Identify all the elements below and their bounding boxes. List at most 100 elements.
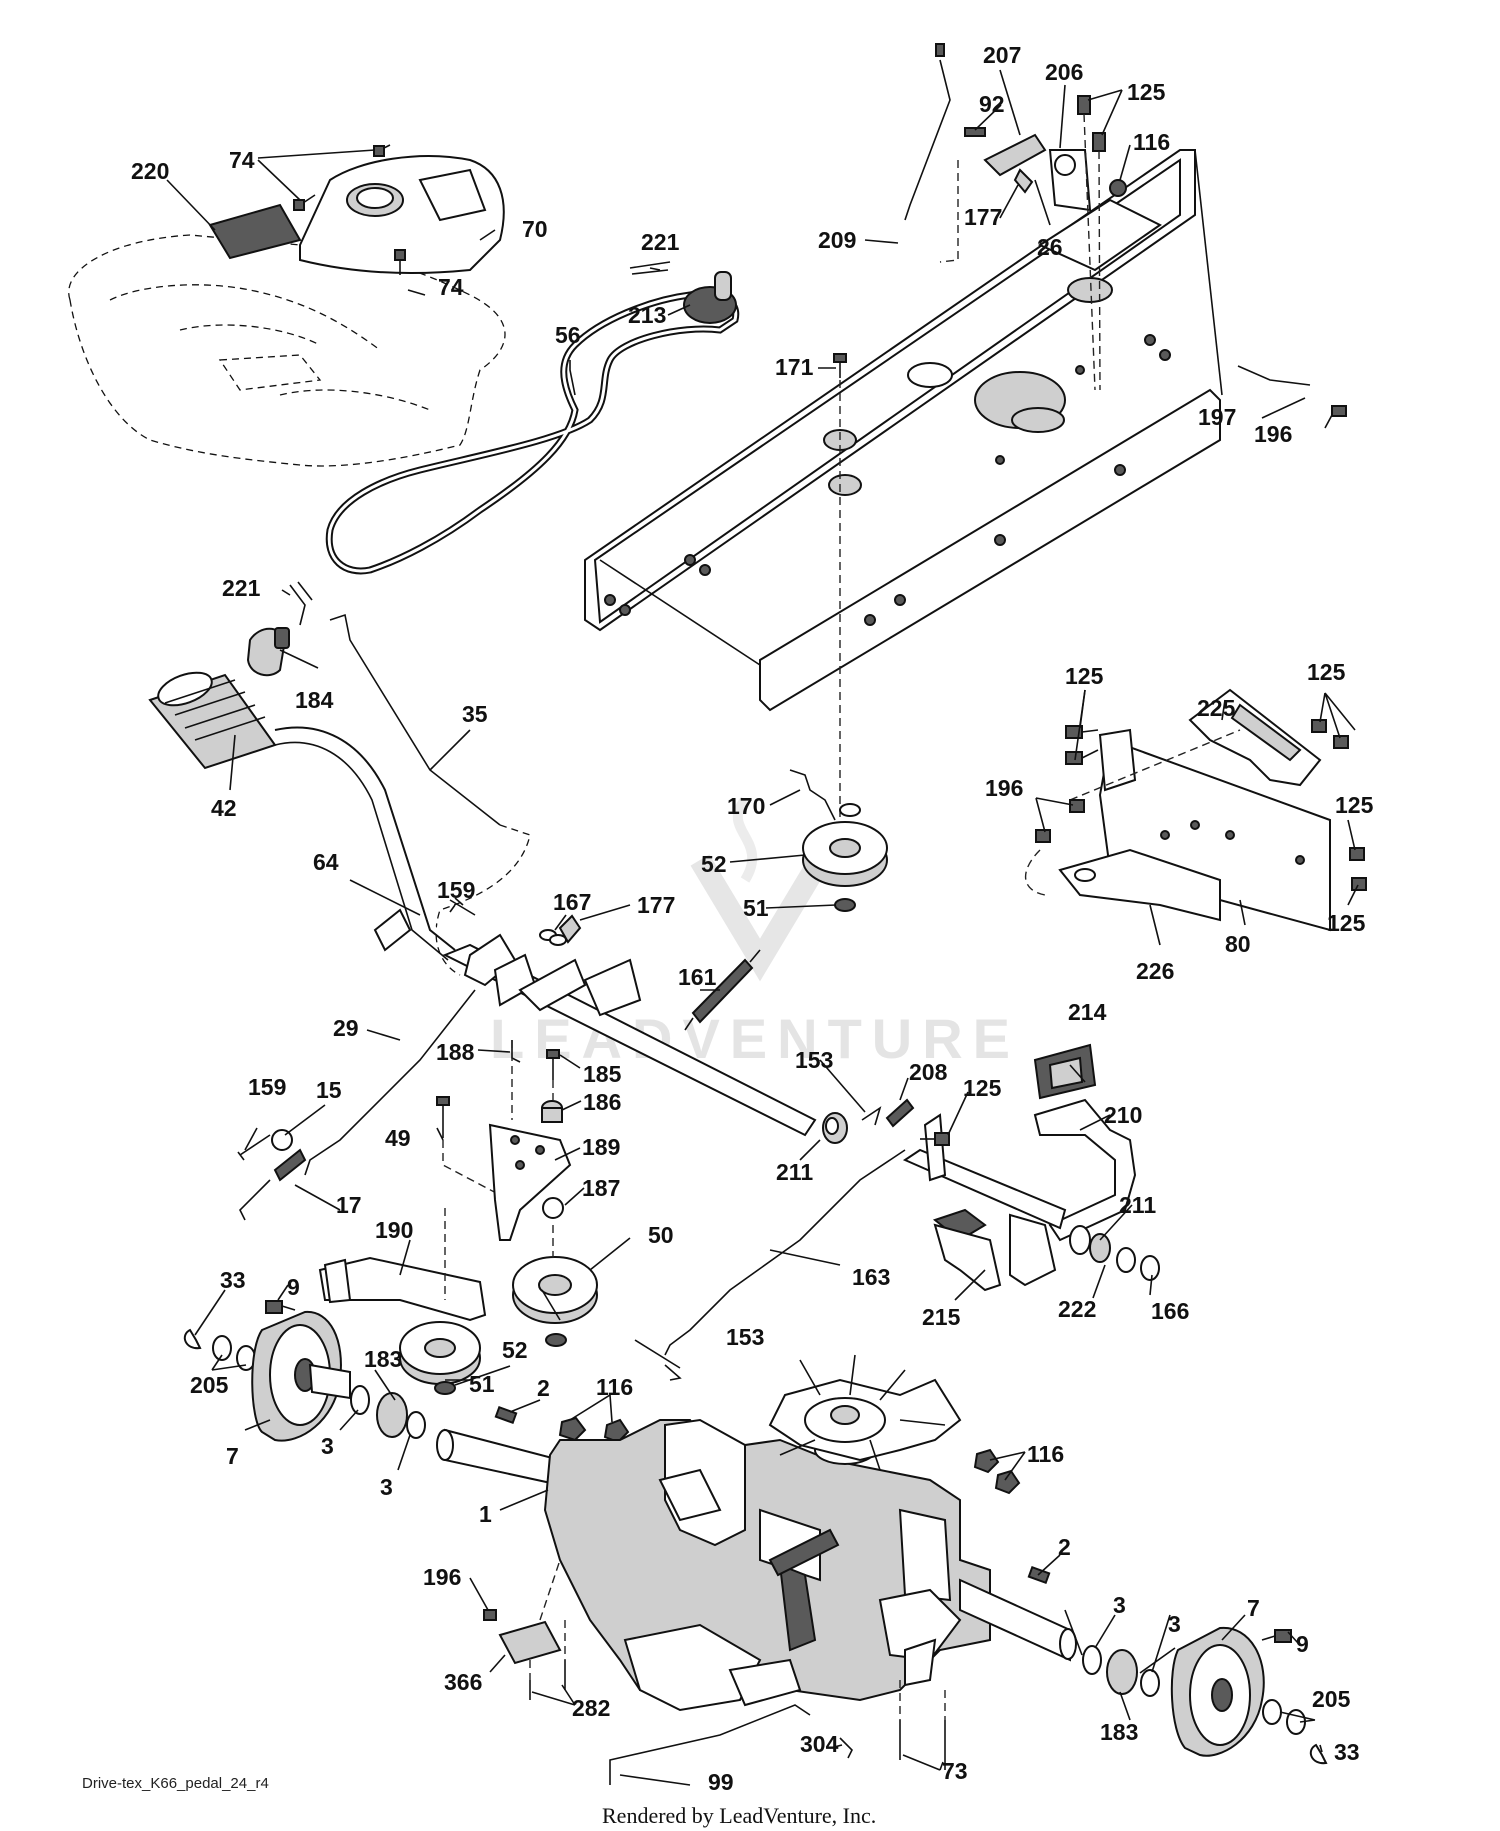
washer-part-167 (539, 929, 567, 946)
part-label: 33 (1334, 1739, 1360, 1765)
bolt-part-9-left (265, 1300, 296, 1314)
part-label: 153 (726, 1324, 764, 1350)
bolts-part-196-right (1035, 799, 1085, 843)
clip-part-221-left (289, 581, 313, 626)
diagram-id: Drive-tex_K66_pedal_24_r4 (82, 1775, 269, 1792)
pedal-part-210 (1033, 1098, 1137, 1242)
part-label: 183 (1100, 1719, 1138, 1745)
hood-outline (68, 234, 506, 467)
bolt-part-196-lower (483, 1559, 561, 1621)
bracket-part-189 (488, 1123, 572, 1241)
decal-part-220 (208, 203, 302, 260)
part-label: 92 (979, 91, 1005, 117)
part-label: 206 (1045, 59, 1083, 85)
part-label: 42 (211, 795, 237, 821)
leader-225 (1069, 729, 1241, 801)
bracket-part-226 (1058, 848, 1221, 922)
part-label: 125 (1127, 79, 1166, 105)
spring-transaxle (768, 1528, 840, 1577)
shaft-assembly (442, 933, 817, 1137)
part-label: 221 (641, 229, 680, 255)
part-label: 3 (321, 1433, 334, 1459)
axle-right (959, 1578, 1077, 1662)
clip-part-153-upper (861, 1106, 882, 1126)
part-label: 35 (462, 701, 488, 727)
part-label: 52 (502, 1337, 528, 1363)
nut-part-116-lower (558, 1416, 1021, 1495)
fan (768, 1354, 962, 1471)
pedal-shaft (902, 1113, 1067, 1287)
bolt-part-125-mid (920, 1132, 950, 1146)
part-label: 170 (727, 793, 765, 819)
bolts-part-125-top (1077, 95, 1106, 391)
hub-part-7-left (251, 1310, 351, 1442)
part-label: 196 (1254, 421, 1292, 447)
part-label: 189 (582, 1134, 620, 1160)
part-label: 177 (964, 204, 1002, 230)
bushing-part-186 (541, 1100, 563, 1123)
part-label: 56 (555, 322, 581, 348)
washer-part-211-left (822, 1112, 848, 1144)
lever-part-64 (274, 726, 456, 961)
part-label: 177 (637, 892, 675, 918)
leader-lines (166, 69, 1359, 1786)
part-label: 282 (572, 1695, 610, 1721)
part-labels: 220 74 74 70 74 221 213 56 207 206 92 12… (131, 42, 1374, 1795)
clip-part-221 (629, 261, 671, 275)
nut-part-116-top (1109, 179, 1127, 197)
eclip-part-33-left (183, 1328, 202, 1350)
axle-left (436, 1428, 561, 1487)
part-label: 166 (1151, 1298, 1189, 1324)
rod-part-35 (329, 613, 531, 976)
part-label: 2 (537, 1375, 550, 1401)
bolt-part-171 (833, 353, 847, 830)
spring-part-17 (239, 1148, 307, 1221)
pin-part-159 (449, 899, 476, 916)
grip-part-42 (148, 671, 277, 770)
leader-226 (1024, 849, 1046, 896)
part-label: 125 (1335, 792, 1374, 818)
part-label: 159 (248, 1074, 286, 1100)
part-label: 226 (1136, 958, 1174, 984)
spring-part-161 (684, 949, 761, 1031)
knob-part-184 (246, 627, 290, 677)
rod-part-163 (664, 1149, 906, 1356)
washers-part-3-183-right (1082, 1645, 1160, 1697)
pin-part-177-top (1013, 168, 1034, 194)
pulley-part-50 (512, 1256, 598, 1324)
part-label: 99 (708, 1769, 734, 1795)
part-label: 186 (583, 1089, 621, 1115)
part-label: 116 (1133, 129, 1170, 155)
pulley-part-52-upper (802, 821, 888, 887)
spring-part-208 (885, 1098, 915, 1128)
part-label: 7 (226, 1443, 239, 1469)
part-label: 70 (522, 216, 548, 242)
part-label: 116 (596, 1374, 633, 1400)
part-label: 211 (776, 1159, 813, 1185)
part-label: 207 (983, 42, 1021, 68)
clip-part-153-lower (664, 1364, 682, 1381)
hub-part-7-right (1170, 1626, 1265, 1757)
bracket-part-190 (318, 1256, 487, 1322)
part-label: 26 (1037, 234, 1063, 260)
washer-part-166 (1140, 1255, 1160, 1281)
part-label: 15 (316, 1077, 342, 1103)
washers-part-205-left (212, 1335, 256, 1371)
part-label: 153 (795, 1047, 833, 1073)
render-credit: Rendered by LeadVenture, Inc. (602, 1803, 876, 1828)
part-label: 159 (437, 877, 475, 903)
part-label: 167 (553, 889, 591, 915)
part-label: 74 (438, 274, 464, 300)
part-label: 74 (229, 147, 255, 173)
bracket-part-366 (498, 1620, 562, 1665)
part-label: 214 (1068, 999, 1107, 1025)
pin-part-177-left (558, 914, 582, 944)
part-label: 163 (852, 1264, 890, 1290)
bracket-part-207 (964, 127, 1047, 177)
part-label: 196 (423, 1564, 461, 1590)
part-label: 171 (775, 354, 814, 380)
part-label: 1 (479, 1501, 492, 1527)
part-label: 366 (444, 1669, 482, 1695)
part-label: 304 (800, 1731, 839, 1757)
bolts-part-282 (529, 1620, 566, 1700)
